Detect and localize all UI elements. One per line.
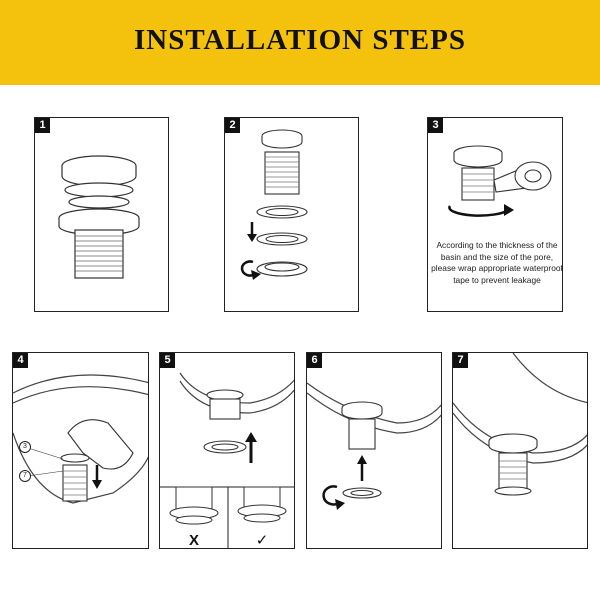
step-3-illustration (448, 145, 552, 217)
step-4-illustration (13, 374, 148, 504)
step-2-illustration (240, 129, 308, 280)
callout-3: 3 (19, 441, 31, 453)
step-5-number: 5 (160, 353, 175, 368)
step-6-illustration (307, 382, 441, 510)
step-2-number: 2 (225, 118, 240, 133)
callout-7: 7 (19, 470, 31, 482)
step-7-number: 7 (453, 353, 468, 368)
header-banner: INSTALLATION STEPS (0, 0, 600, 85)
step-1-panel: 1 (34, 117, 169, 312)
step-4-panel: 4 3 7 (12, 352, 149, 549)
step-7-panel: 7 (452, 352, 588, 549)
wrong-mark: X (189, 532, 199, 549)
step-3-number: 3 (428, 118, 443, 133)
step-1-number: 1 (35, 118, 50, 133)
page-title: INSTALLATION STEPS (133, 24, 466, 56)
step-4-number: 4 (13, 353, 28, 368)
right-mark: ✓ (256, 531, 269, 549)
step-3-panel: 3 According to the thickness of the basi… (427, 117, 563, 312)
step-1-illustration (58, 155, 140, 279)
step-7-illustration (453, 353, 587, 496)
step-6-panel: 6 (306, 352, 442, 549)
step-2-panel: 2 (224, 117, 359, 312)
step-5-panel: 5 X ✓ (159, 352, 295, 549)
step-6-number: 6 (307, 353, 322, 368)
step-5-illustration: X ✓ (160, 372, 294, 549)
step-3-instruction: According to the thickness of the basin … (431, 240, 563, 285)
